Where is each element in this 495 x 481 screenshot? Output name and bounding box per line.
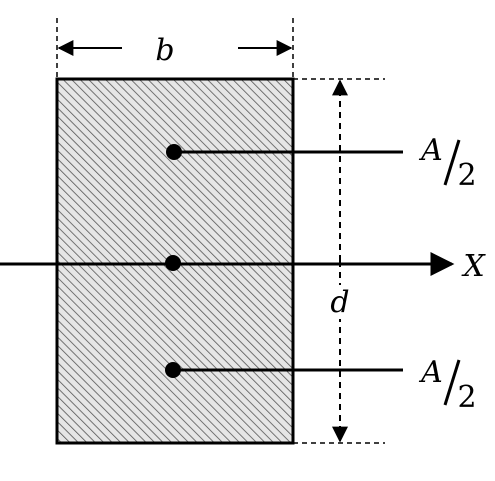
lower-area-label: A 2 [418,355,476,415]
upper-fraction-slash [443,139,461,186]
x-axis-label: X [461,249,486,284]
upper-area-label: A 2 [418,133,476,193]
lower-fraction-slash [443,359,461,406]
center-dot [165,255,181,271]
width-label: b [155,33,174,68]
upper-area-denominator: 2 [457,158,476,193]
depth-label: d [330,285,349,320]
lower-area-denominator: 2 [457,380,476,415]
lower-area-numerator: A [418,355,443,390]
upper-area-numerator: A [418,133,443,168]
